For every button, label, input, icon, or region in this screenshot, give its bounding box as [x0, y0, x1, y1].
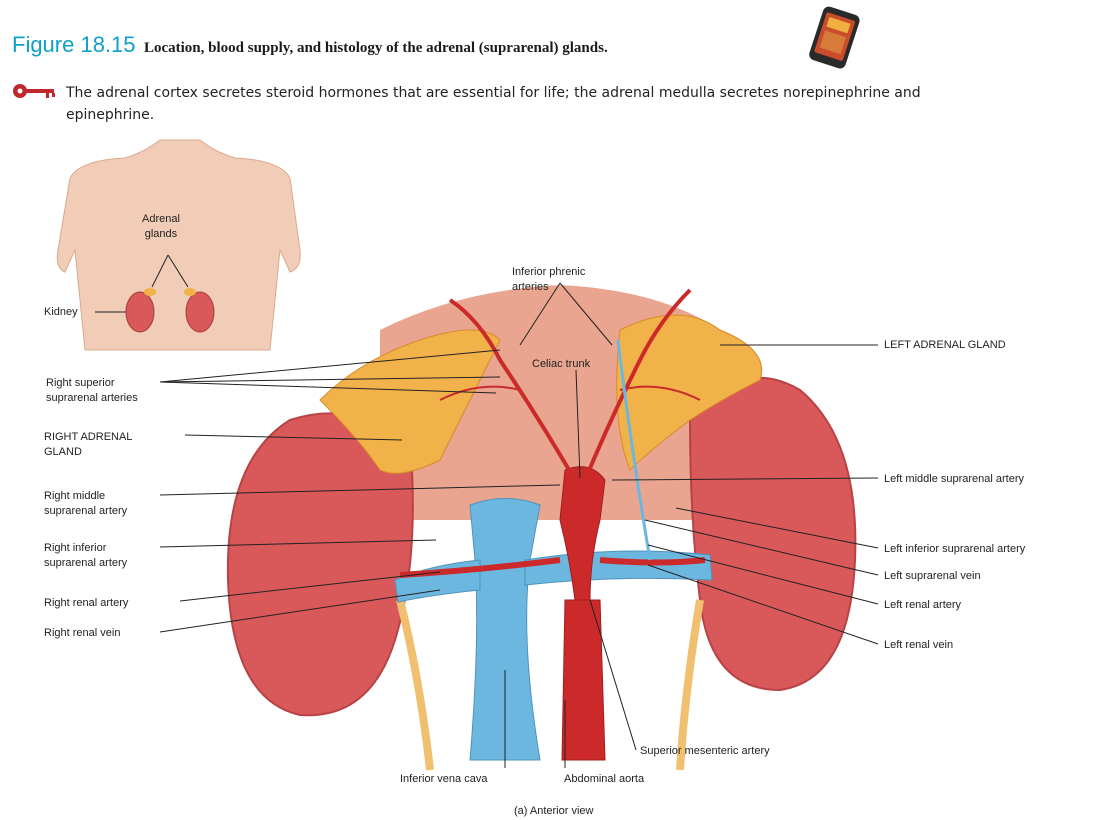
label-celiac-trunk: Celiac trunk — [532, 357, 590, 372]
label-abdominal-aorta: Abdominal aorta — [564, 772, 644, 787]
label-left-renal-artery: Left renal artery — [884, 598, 961, 613]
label-adrenal-glands: Adrenal glands — [142, 212, 180, 242]
label-left-adrenal-gland: LEFT ADRENAL GLAND — [884, 338, 1006, 353]
label-right-renal-vein: Right renal vein — [44, 626, 120, 641]
label-superior-mesenteric: Superior mesenteric artery — [640, 744, 770, 759]
label-right-middle-suprarenal: Right middle suprarenal artery — [44, 489, 127, 519]
label-left-inferior-suprarenal: Left inferior suprarenal artery — [884, 542, 1025, 557]
label-right-superior-suprarenal: Right superior suprarenal arteries — [46, 376, 138, 406]
label-left-suprarenal-vein: Left suprarenal vein — [884, 569, 981, 584]
label-inferior-phrenic-arteries: Inferior phrenic arteries — [512, 265, 585, 295]
label-left-renal-vein: Left renal vein — [884, 638, 953, 653]
label-kidney: Kidney — [44, 305, 78, 320]
label-right-renal-artery: Right renal artery — [44, 596, 128, 611]
torso-inset — [57, 140, 300, 350]
label-right-inferior-suprarenal: Right inferior suprarenal artery — [44, 541, 127, 571]
label-left-middle-suprarenal: Left middle suprarenal artery — [884, 472, 1024, 487]
figure-caption: (a) Anterior view — [514, 804, 593, 819]
label-inferior-vena-cava: Inferior vena cava — [400, 772, 487, 787]
label-right-adrenal-gland: RIGHT ADRENAL GLAND — [44, 430, 132, 460]
